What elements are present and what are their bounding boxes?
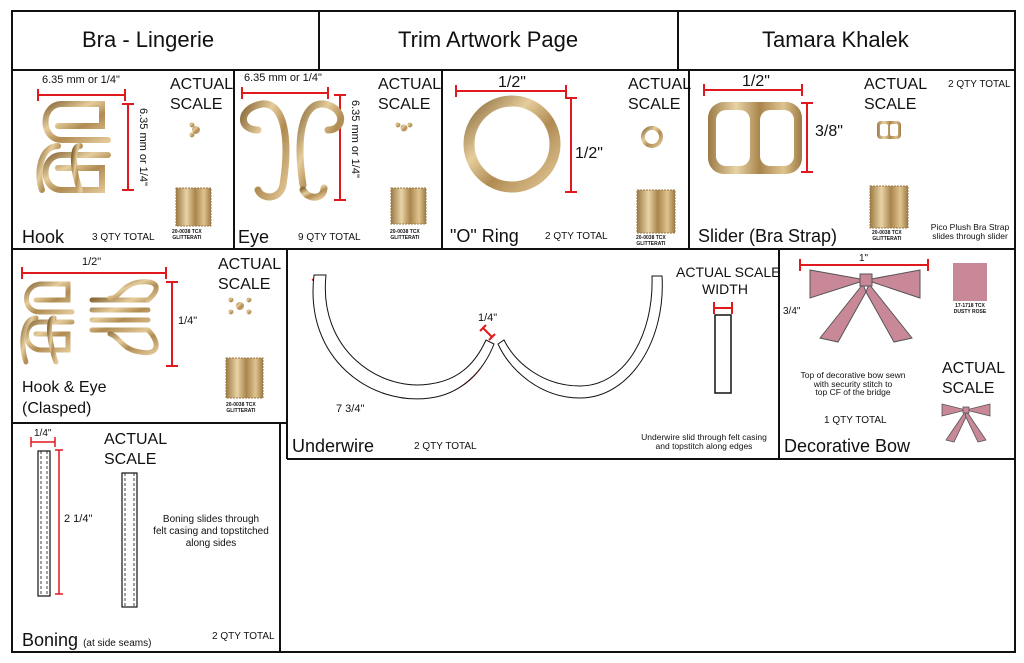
hook-actual-label: ACTUAL — [170, 76, 234, 93]
hook-height-dimension: 6.35 mm or 1/4" — [137, 108, 149, 186]
boning-width-dimension: 1/4" — [34, 428, 52, 439]
slider-name: Slider (Bra Strap) — [698, 226, 838, 246]
slider-qty: 2 QTY TOTAL — [948, 79, 1011, 90]
bow-height-dimension: 3/4" — [783, 306, 801, 317]
underwire-name: Underwire — [292, 436, 375, 456]
underwire-gap-dimension: 1/4" — [478, 312, 498, 324]
o-ring-name: "O" Ring — [450, 226, 519, 246]
eye-qty: 9 QTY TOTAL — [298, 232, 361, 243]
hook-qty: 3 QTY TOTAL — [92, 232, 155, 243]
bow-name: Decorative Bow — [784, 436, 911, 456]
decorative-bow-drawing — [799, 259, 991, 443]
hook-eye-width-dimension: 1/2" — [82, 256, 102, 268]
slider-width-dimension: 1/2" — [742, 73, 770, 90]
layout-grid — [11, 10, 1016, 653]
eye-actual-label: ACTUAL — [378, 76, 442, 93]
slider-actual-label: ACTUAL — [864, 76, 928, 93]
o-ring-width-dimension: 1/2" — [498, 74, 526, 91]
o-ring-scale-label: SCALE — [628, 96, 681, 113]
hook-eye-name-line1: Hook & Eye — [22, 379, 107, 396]
bow-actual-label: ACTUAL — [942, 360, 1006, 377]
hook-and-eye-drawing — [20, 267, 252, 367]
hook-eye-actual-label: ACTUAL — [218, 256, 282, 273]
hook-name: Hook — [22, 227, 65, 247]
eye-name: Eye — [238, 227, 270, 247]
boning-name: Boning (at side seams) — [22, 630, 152, 650]
hook-scale-label: SCALE — [170, 96, 223, 113]
eye-drawing — [240, 87, 413, 201]
slider-drawing — [703, 84, 901, 174]
header-right-title: Tamara Khalek — [762, 27, 909, 52]
underwire-length-dimension: 7 3/4" — [336, 403, 365, 415]
boning-scale-label: SCALE — [104, 451, 157, 468]
o-ring-height-dimension: 1/2" — [575, 145, 603, 162]
eye-scale-label: SCALE — [378, 96, 431, 113]
o-ring-drawing — [455, 85, 663, 193]
boning-drawing — [30, 437, 138, 608]
boning-height-dimension: 2 1/4" — [64, 513, 93, 525]
slider-scale-label: SCALE — [864, 96, 917, 113]
o-ring-qty: 2 QTY TOTAL — [545, 231, 608, 242]
glitterati-swatches — [175, 185, 909, 399]
boning-qty: 2 QTY TOTAL — [212, 631, 275, 642]
hook-width-dimension: 6.35 mm or 1/4" — [42, 74, 120, 86]
hook-eye-height-dimension: 1/4" — [178, 315, 198, 327]
slider-height-dimension: 3/8" — [815, 123, 843, 140]
hook-drawing — [36, 89, 200, 193]
o-ring-actual-label: ACTUAL — [628, 76, 692, 93]
underwire-drawing — [311, 274, 733, 400]
bow-width-dimension: 1" — [859, 253, 869, 264]
hook-eye-name-line2: (Clasped) — [22, 400, 92, 417]
bow-qty: 1 QTY TOTAL — [824, 415, 887, 426]
header-center-title: Trim Artwork Page — [398, 27, 579, 52]
bow-scale-label: SCALE — [942, 380, 995, 397]
header-left-title: Bra - Lingerie — [82, 27, 215, 52]
eye-height-dimension: 6.35 mm or 1/4" — [349, 100, 361, 178]
boning-actual-label: ACTUAL — [104, 431, 168, 448]
underwire-qty: 2 QTY TOTAL — [414, 441, 477, 452]
hook-eye-scale-label: SCALE — [218, 276, 271, 293]
eye-width-dimension: 6.35 mm or 1/4" — [244, 72, 322, 84]
